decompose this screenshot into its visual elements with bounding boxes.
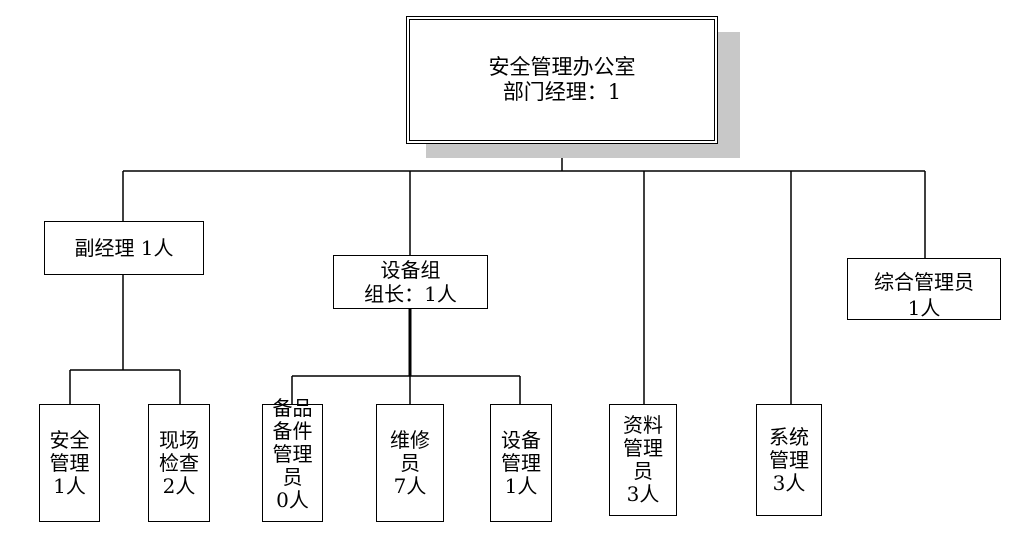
leaf-line: 7人: [393, 473, 427, 498]
admin-box: 综合管理员 1人: [847, 258, 1001, 320]
leaf-line: 管理: [49, 450, 90, 475]
leaf-line: 备件: [272, 419, 313, 443]
leaf-line: 员: [400, 450, 420, 475]
leaf-line: 设备: [501, 427, 541, 452]
leaf-line: 0人: [276, 488, 309, 512]
records-manager-box: 资料 管理 员 3人: [609, 404, 677, 516]
root-title: 安全管理办公室: [488, 55, 636, 79]
leaf-line: 管理: [769, 447, 809, 472]
admin-count: 1人: [907, 296, 941, 320]
safety-management-box: 安全 管理 1人: [39, 404, 100, 522]
maintenance-box: 维修 员 7人: [376, 404, 444, 522]
leaf-line: 1人: [53, 473, 86, 498]
leaf-line: 员: [633, 459, 653, 483]
leaf-line: 员: [282, 465, 303, 489]
root-box: 安全管理办公室 部门经理：1: [406, 16, 718, 144]
leaf-line: 现场: [159, 427, 199, 452]
system-management-box: 系统 管理 3人: [756, 404, 822, 516]
leaf-line: 3人: [772, 470, 806, 495]
leaf-line: 安全: [49, 427, 90, 452]
deputy-box: 副经理 1人: [44, 221, 204, 275]
root-subtitle: 部门经理：1: [502, 80, 622, 104]
site-inspection-box: 现场 检查 2人: [148, 404, 210, 522]
leaf-line: 2人: [162, 473, 196, 498]
leaf-line: 管理: [623, 436, 663, 460]
leaf-line: 管理: [501, 450, 541, 475]
leaf-line: 资料: [623, 413, 663, 437]
leaf-line: 检查: [159, 450, 199, 475]
spare-parts-box: 备品 备件 管理 员 0人: [262, 397, 323, 522]
equipment-title: 设备组: [380, 258, 441, 282]
device-management-box: 设备 管理 1人: [490, 404, 552, 522]
admin-title: 综合管理员: [874, 270, 974, 294]
equipment-box: 设备组 组长：1人: [333, 255, 488, 309]
equipment-leader: 组长：1人: [364, 282, 457, 306]
leaf-line: 系统: [769, 424, 809, 449]
deputy-label: 副经理 1人: [74, 236, 174, 260]
leaf-line: 3人: [626, 482, 660, 506]
leaf-line: 1人: [504, 473, 538, 498]
leaf-line: 维修: [390, 427, 430, 452]
leaf-line: 管理: [272, 442, 313, 466]
leaf-line: 备品: [272, 396, 313, 420]
